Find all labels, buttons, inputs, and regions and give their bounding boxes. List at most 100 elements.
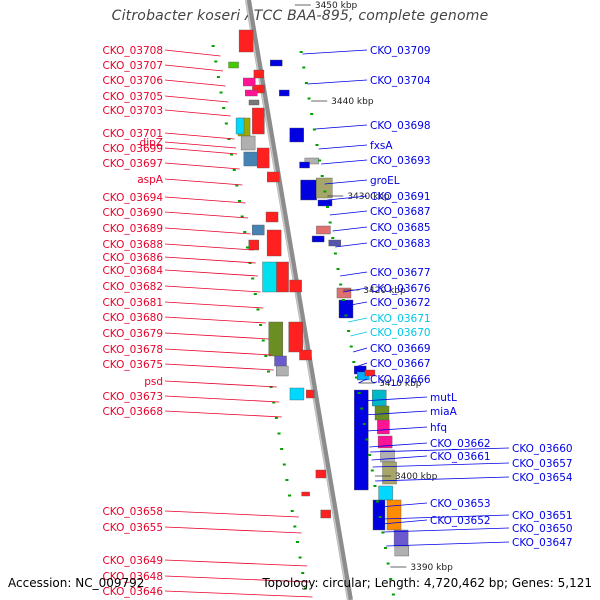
leader-line: [370, 447, 510, 453]
gene-tick: [354, 376, 358, 379]
leader-line: [164, 510, 299, 518]
leader-line: [353, 347, 368, 353]
gene-tick: [333, 252, 337, 255]
gene-block: [248, 239, 260, 251]
leader-line: [324, 179, 368, 185]
gene-tick: [373, 485, 377, 487]
leader-line: [164, 380, 277, 388]
gene-label-left: CKO_03682: [102, 281, 163, 293]
leader-line: [342, 287, 368, 293]
gene-block: [316, 225, 331, 235]
gene-block: [317, 199, 333, 207]
gene-block: [248, 99, 260, 106]
leader-line: [164, 559, 308, 567]
gene-label-left: CKO_03705: [102, 91, 163, 103]
leader-line: [379, 502, 428, 508]
gene-tick: [307, 97, 311, 100]
leader-line: [361, 396, 428, 402]
leader-line: [381, 514, 510, 520]
gene-block: [262, 261, 277, 293]
gene-tick: [299, 51, 303, 53]
gene-block: [315, 469, 327, 479]
gene-tick: [352, 361, 356, 363]
leader-line: [164, 64, 224, 72]
leader-line: [315, 124, 368, 130]
gene-tick: [349, 345, 353, 348]
gene-label-left: CKO_03699: [102, 143, 163, 155]
gene-tick: [323, 190, 327, 193]
gene-block: [268, 321, 283, 357]
ruler-label: 3390 kbp: [410, 563, 453, 573]
leader-line: [321, 159, 368, 165]
ruler-label: 3400 kbp: [395, 472, 438, 482]
leader-line: [164, 590, 313, 598]
gene-label-right: CKO_03650: [512, 523, 573, 535]
leader-line: [164, 301, 264, 309]
gene-block: [289, 127, 304, 143]
gene-tick: [344, 314, 348, 317]
gene-tick: [302, 66, 306, 69]
leader-line: [332, 226, 368, 232]
accession-label: Accession: NC_009792: [8, 576, 145, 590]
gene-tick: [304, 82, 308, 84]
gene-label-right: CKO_03683: [370, 238, 431, 250]
gene-tick: [320, 175, 324, 177]
leader-line: [369, 442, 428, 448]
gene-block: [378, 485, 393, 501]
gene-block: [253, 69, 265, 79]
gene-label-left: psd: [144, 376, 163, 388]
gene-label-right: CKO_03666: [370, 374, 431, 386]
gene-block: [300, 179, 317, 201]
leader-line: [358, 378, 368, 384]
leader-line: [164, 132, 235, 140]
gene-label-left: CKO_03658: [102, 506, 163, 518]
gene-tick: [301, 572, 305, 574]
leader-line: [164, 141, 237, 149]
gene-label-right: CKO_03667: [370, 358, 431, 370]
leader-line: [164, 348, 272, 356]
gene-block: [372, 389, 387, 407]
gene-label-right: CKO_03661: [430, 451, 491, 463]
gene-label-right: CKO_03647: [512, 537, 573, 549]
gene-label-right: CKO_03654: [512, 472, 573, 484]
leader-line: [164, 147, 238, 155]
leader-line: [164, 49, 221, 57]
gene-block: [372, 499, 386, 531]
gene-tick: [277, 432, 281, 435]
leader-line: [363, 410, 428, 416]
gene-tick: [336, 268, 340, 270]
gene-label-left: CKO_03675: [102, 359, 163, 371]
gene-label-right: CKO_03704: [370, 75, 431, 87]
leader-line: [164, 211, 249, 219]
gene-tick: [238, 200, 241, 202]
gene-tick: [274, 417, 278, 419]
gene-tick: [259, 324, 263, 326]
leader-line: [307, 79, 368, 85]
gene-block: [256, 147, 270, 169]
gene-tick: [303, 587, 307, 590]
ruler-label: 3450 kbp: [315, 1, 358, 11]
gene-tick: [295, 541, 299, 543]
gene-block: [320, 509, 331, 519]
leader-line: [164, 269, 258, 277]
leader-line: [355, 362, 368, 368]
leader-line: [345, 301, 368, 307]
gene-label-right: CKO_03685: [370, 222, 431, 234]
gene-label-left: CKO_03701: [102, 128, 163, 140]
gene-tick: [381, 531, 385, 534]
gene-tick: [365, 438, 369, 441]
gene-tick: [216, 76, 220, 78]
leader-line: [318, 144, 368, 150]
gene-label-left: CKO_03708: [102, 45, 163, 57]
gene-tick: [312, 128, 316, 131]
gene-block: [276, 261, 289, 293]
leader-line: [375, 476, 510, 482]
gene-label-left: dipZ: [140, 137, 163, 149]
leader-line: [164, 243, 254, 251]
gene-label-right: CKO_03677: [370, 267, 431, 279]
gene-tick: [227, 138, 231, 140]
gene-tick: [318, 159, 322, 162]
gene-block: [299, 161, 310, 169]
gene-tick: [243, 231, 247, 233]
